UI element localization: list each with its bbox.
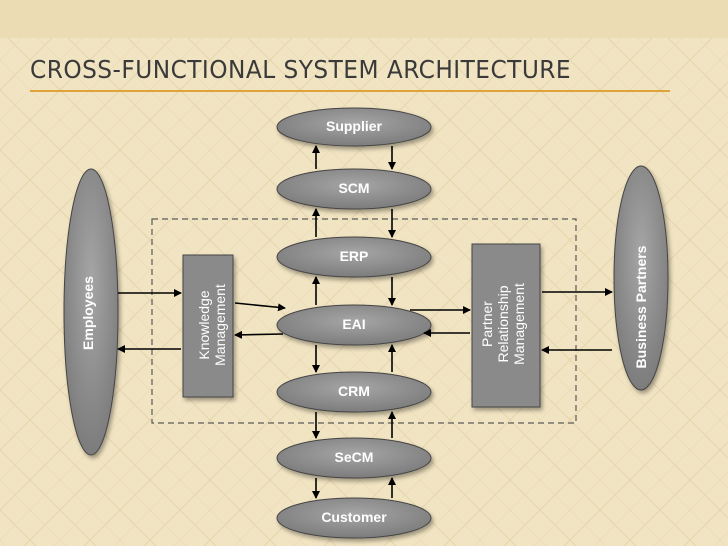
supplier-label: Supplier <box>325 118 382 134</box>
customer-label: Customer <box>321 509 387 525</box>
scm-label: SCM <box>338 180 370 196</box>
supplier-node <box>276 107 432 147</box>
crm-node <box>276 371 432 413</box>
business-partners-label: Business Partners <box>632 245 649 369</box>
employees-node <box>63 168 119 456</box>
eai-label: EAI <box>342 316 366 332</box>
knowledge-management-node <box>182 254 234 398</box>
slide-title: CROSS-FUNCTIONAL SYSTEM ARCHITECTURE <box>30 55 572 84</box>
secm-node <box>276 437 432 479</box>
crm-label: CRM <box>338 383 370 399</box>
scm-node <box>276 168 432 210</box>
customer-node <box>276 497 432 539</box>
vertical-connectors <box>312 145 396 499</box>
employees-label: Employees <box>79 276 96 350</box>
partner-relationship-management-node <box>471 243 541 408</box>
horizontal-connectors <box>117 288 613 354</box>
erp-node <box>276 236 432 278</box>
knowledge-management-label: Knowledge Management <box>195 284 228 366</box>
eai-node <box>276 304 432 346</box>
erp-label: ERP <box>339 248 369 264</box>
enterprise-boundary <box>151 218 577 424</box>
business-partners-node <box>613 165 669 391</box>
title-underline <box>30 90 670 92</box>
secm-label: SeCM <box>334 449 374 465</box>
partner-relationship-management-label: Partner Relationship Management <box>478 283 528 365</box>
